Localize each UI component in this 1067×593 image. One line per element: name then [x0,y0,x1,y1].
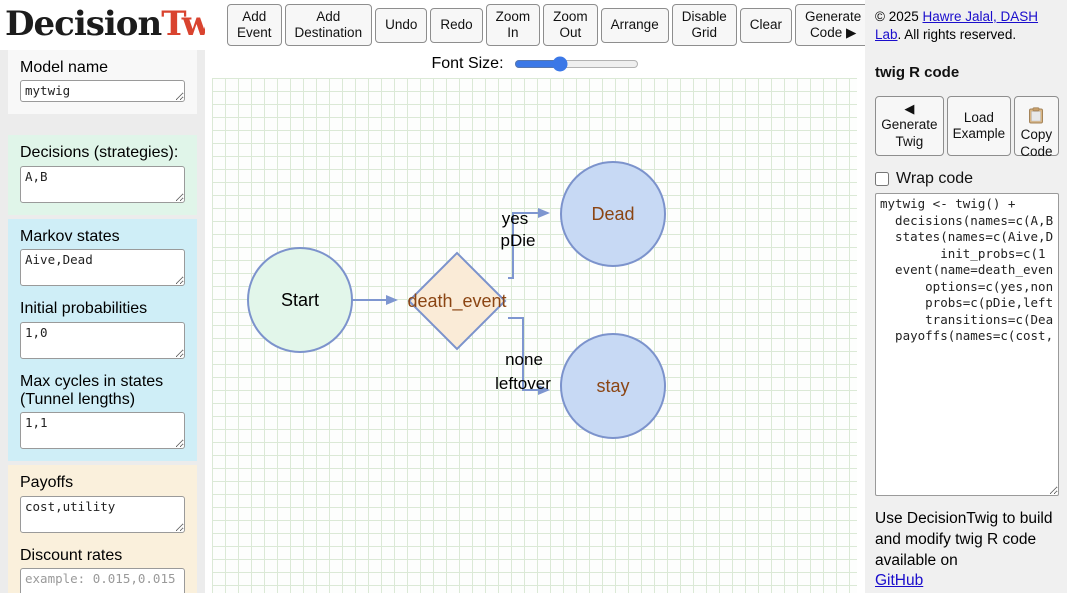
field-payoffs: Payoffs cost,utility [20,474,185,533]
diagram-canvas[interactable]: Start death_event Dead stay [212,78,857,593]
edge-event-to-stay[interactable] [508,317,550,395]
generate-twig-label: Generate Twig [881,116,938,149]
section-decisions: Decisions (strategies): A,B [8,135,197,215]
wrap-code-label: Wrap code [896,170,974,188]
max-cycles-label: Max cycles in states (Tunnel lengths) [20,372,164,408]
disable-grid-button[interactable]: Disable Grid [671,3,737,47]
github-link[interactable]: GitHub [875,572,924,590]
decisions-label: Decisions (strategies): [20,144,179,162]
font-size-slider[interactable] [513,57,639,71]
field-max-cycles: Max cycles in states (Tunnel lengths) 1,… [20,373,185,450]
copy-code-button[interactable]: Copy Code [1013,96,1059,159]
main-area: Add Event Add Destination Undo Redo Zoom… [205,0,872,593]
initial-probs-input[interactable]: 1,0 [20,321,185,359]
markov-states-label: Markov states [20,227,120,245]
redo-button[interactable]: Redo [430,7,483,43]
edge-label-yes: yes [502,209,528,228]
model-name-input[interactable]: mytwig [20,80,185,103]
node-start[interactable]: Start [247,247,353,353]
section-model-name: Model name mytwig [8,50,197,115]
add-destination-button[interactable]: Add Destination [284,3,373,47]
field-markov-states: Markov states Aive,Dead [20,227,185,287]
field-initial-probs: Initial probabilities 1,0 [20,300,185,359]
node-stay[interactable]: stay [560,333,666,439]
code-panel: © 2025 Hawre Jalal, DASH Lab. All rights… [865,0,1067,593]
discount-rates-label: Discount rates [20,546,123,564]
add-event-button[interactable]: Add Event [227,3,282,47]
load-example-button[interactable]: Load Example [946,96,1011,157]
field-model-name: Model name mytwig [20,59,185,103]
left-triangle-icon: ◀ [904,101,915,117]
node-start-label: Start [281,290,319,310]
wrap-code-control: Wrap code [875,170,1059,188]
copyright-suffix: . All rights reserved. [897,27,1017,43]
app-logo: DecisionTwig [0,0,246,50]
code-panel-buttons: ◀ Generate Twig Load Example Copy Code [875,96,1059,159]
zoom-in-button[interactable]: Zoom In [485,3,541,47]
edge-label-leftover: leftover [495,374,551,393]
payoffs-label: Payoffs [20,474,74,492]
logo-text-decision: Decision [5,4,162,44]
payoffs-input[interactable]: cost,utility [20,495,185,533]
clear-button[interactable]: Clear [739,7,792,43]
field-decisions: Decisions (strategies): A,B [20,144,185,203]
node-death-event-label: death_event [407,291,506,312]
decisions-input[interactable]: A,B [20,165,185,203]
top-toolbar: Add Event Add Destination Undo Redo Zoom… [205,0,872,50]
wrap-code-checkbox[interactable] [875,172,889,187]
section-markov: Markov states Aive,Dead Initial probabil… [8,218,197,462]
initial-probs-label: Initial probabilities [20,300,148,318]
node-stay-label: stay [596,376,629,396]
clipboard-icon [1028,92,1044,127]
undo-button[interactable]: Undo [375,7,428,43]
field-discount-rates: Discount rates [20,547,185,593]
edge-label-none: none [505,350,543,369]
section-payoffs: Payoffs cost,utility Discount rates [8,465,197,593]
discount-rates-input[interactable] [20,568,185,593]
github-note-text: Use DecisionTwig to build and modify twi… [875,510,1053,569]
markov-states-input[interactable]: Aive,Dead [20,249,185,287]
copyright-notice: © 2025 Hawre Jalal, DASH Lab. All rights… [875,8,1059,44]
author-link[interactable]: Hawre Jalal, DASH Lab [875,9,1039,43]
load-example-label: Load Example [952,109,1006,142]
node-dead[interactable]: Dead [560,161,666,267]
generate-code-button[interactable]: Generate Code ▶ [795,3,872,47]
font-size-control: Font Size: [205,50,865,78]
node-death-event[interactable]: death_event [407,251,507,351]
left-sidebar: DecisionTwig Model name mytwig Decisions… [0,0,246,593]
copyright-prefix: © 2025 [875,9,923,24]
code-panel-title: twig R code [875,64,960,82]
model-form: Model name mytwig Decisions (strategies)… [0,50,205,593]
copy-code-label: Copy Code [1020,126,1053,159]
github-note: Use DecisionTwig to build and modify twi… [875,509,1059,591]
node-dead-label: Dead [591,204,634,224]
zoom-out-button[interactable]: Zoom Out [543,3,598,47]
font-size-label: Font Size: [431,55,504,72]
r-code-output[interactable]: mytwig <- twig() + decisions(names=c(A,B… [875,193,1059,497]
edge-event-to-dead[interactable] [508,208,550,279]
generate-twig-button[interactable]: ◀ Generate Twig [875,96,944,157]
edge-label-pdie: pDie [501,231,536,250]
arrange-button[interactable]: Arrange [600,7,669,43]
model-name-label: Model name [20,59,109,76]
diagram-svg: Start death_event Dead stay [247,161,666,439]
max-cycles-input[interactable]: 1,1 [20,412,185,450]
